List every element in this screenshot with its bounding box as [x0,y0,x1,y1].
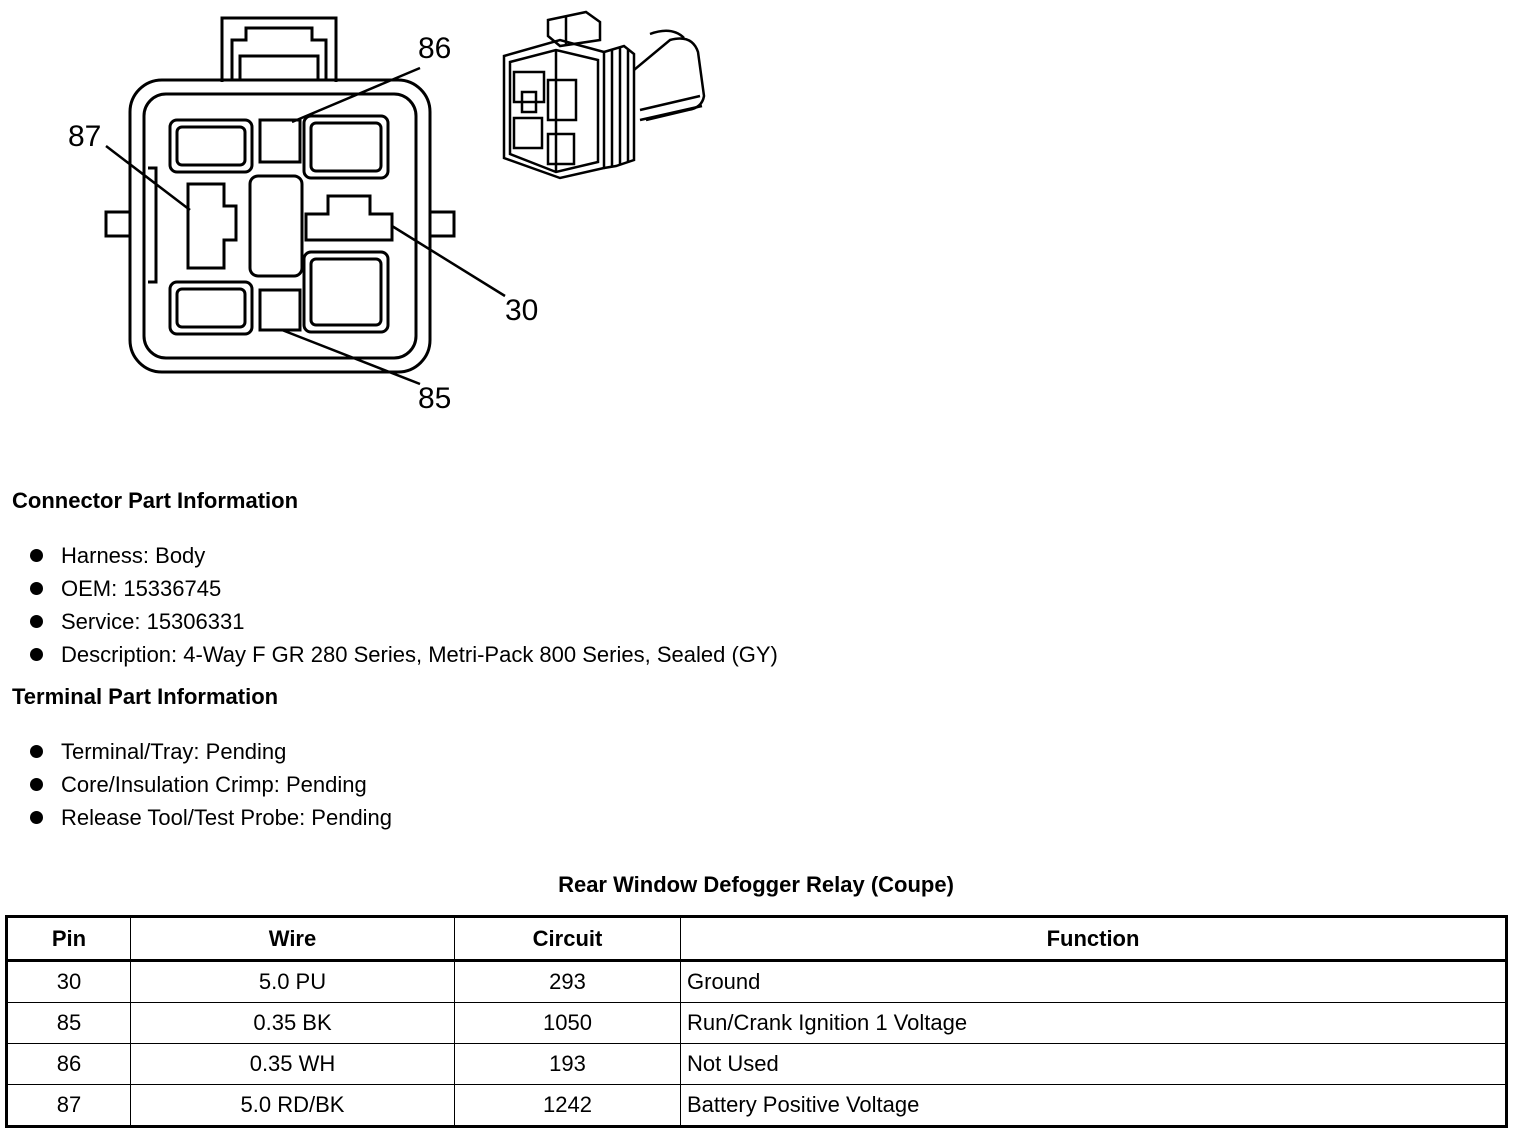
table-header-row: Pin Wire Circuit Function [6,916,1507,961]
table-row: 87 5.0 RD/BK 1242 Battery Positive Volta… [6,1084,1507,1127]
table-title: Rear Window Defogger Relay (Coupe) [558,872,954,897]
cell-pin: 85 [6,1002,131,1044]
list-item: Service: 15306331 [30,605,778,638]
terminal-info-title: Terminal Part Information [12,684,279,709]
cell-wire: 5.0 RD/BK [130,1084,455,1127]
pin-table: Pin Wire Circuit Function 30 5.0 PU 293 … [5,915,1508,1128]
cell-wire: 0.35 BK [130,1002,455,1044]
column-header-pin: Pin [6,916,131,961]
list-item: Harness: Body [30,539,778,572]
cell-circuit: 293 [454,960,681,1003]
bullet-icon [30,811,43,824]
connector-face-icon [104,16,506,386]
list-item-text: Core/Insulation Crimp: Pending [61,772,367,797]
list-item-text: Service: 15306331 [61,609,245,634]
bullet-icon [30,778,43,791]
cell-circuit: 1050 [454,1002,681,1044]
column-header-wire: Wire [130,916,455,961]
connector-perspective-icon [502,10,706,180]
bullet-icon [30,648,43,661]
pin-label-85: 85 [418,382,451,415]
bullet-icon [30,582,43,595]
list-item: OEM: 15336745 [30,572,778,605]
list-item-text: Terminal/Tray: Pending [61,739,287,764]
cell-circuit: 1242 [454,1084,681,1127]
cell-pin: 87 [6,1084,131,1127]
list-item: Description: 4-Way F GR 280 Series, Metr… [30,638,778,671]
pin-label-86: 86 [418,32,451,65]
list-item-text: Harness: Body [61,543,206,568]
column-header-function: Function [680,916,1507,961]
bullet-icon [30,615,43,628]
cell-function: Battery Positive Voltage [680,1084,1507,1127]
bullet-icon [30,549,43,562]
list-item-text: Release Tool/Test Probe: Pending [61,805,393,830]
connector-diagram: 87 86 30 85 [68,10,706,415]
connector-info-title: Connector Part Information [12,488,299,513]
pin-label-87: 87 [68,120,101,153]
pin-label-30: 30 [505,294,538,327]
cell-wire: 0.35 WH [130,1043,455,1085]
column-header-circuit: Circuit [454,916,681,961]
cell-circuit: 193 [454,1043,681,1085]
table-row: 86 0.35 WH 193 Not Used [6,1043,1507,1085]
list-item: Terminal/Tray: Pending [30,735,392,768]
cell-pin: 30 [6,960,131,1003]
cell-wire: 5.0 PU [130,960,455,1003]
table-row: 30 5.0 PU 293 Ground [6,960,1507,1003]
terminal-info-list: Terminal/Tray: Pending Core/Insulation C… [30,735,392,834]
bullet-icon [30,745,43,758]
connector-info-list: Harness: Body OEM: 15336745 Service: 153… [30,539,778,671]
cell-pin: 86 [6,1043,131,1085]
list-item: Core/Insulation Crimp: Pending [30,768,392,801]
cell-function: Not Used [680,1043,1507,1085]
table-row: 85 0.35 BK 1050 Run/Crank Ignition 1 Vol… [6,1002,1507,1044]
list-item: Release Tool/Test Probe: Pending [30,801,392,834]
list-item-text: OEM: 15336745 [61,576,222,601]
list-item-text: Description: 4-Way F GR 280 Series, Metr… [61,642,778,667]
cell-function: Run/Crank Ignition 1 Voltage [680,1002,1507,1044]
cell-function: Ground [680,960,1507,1003]
